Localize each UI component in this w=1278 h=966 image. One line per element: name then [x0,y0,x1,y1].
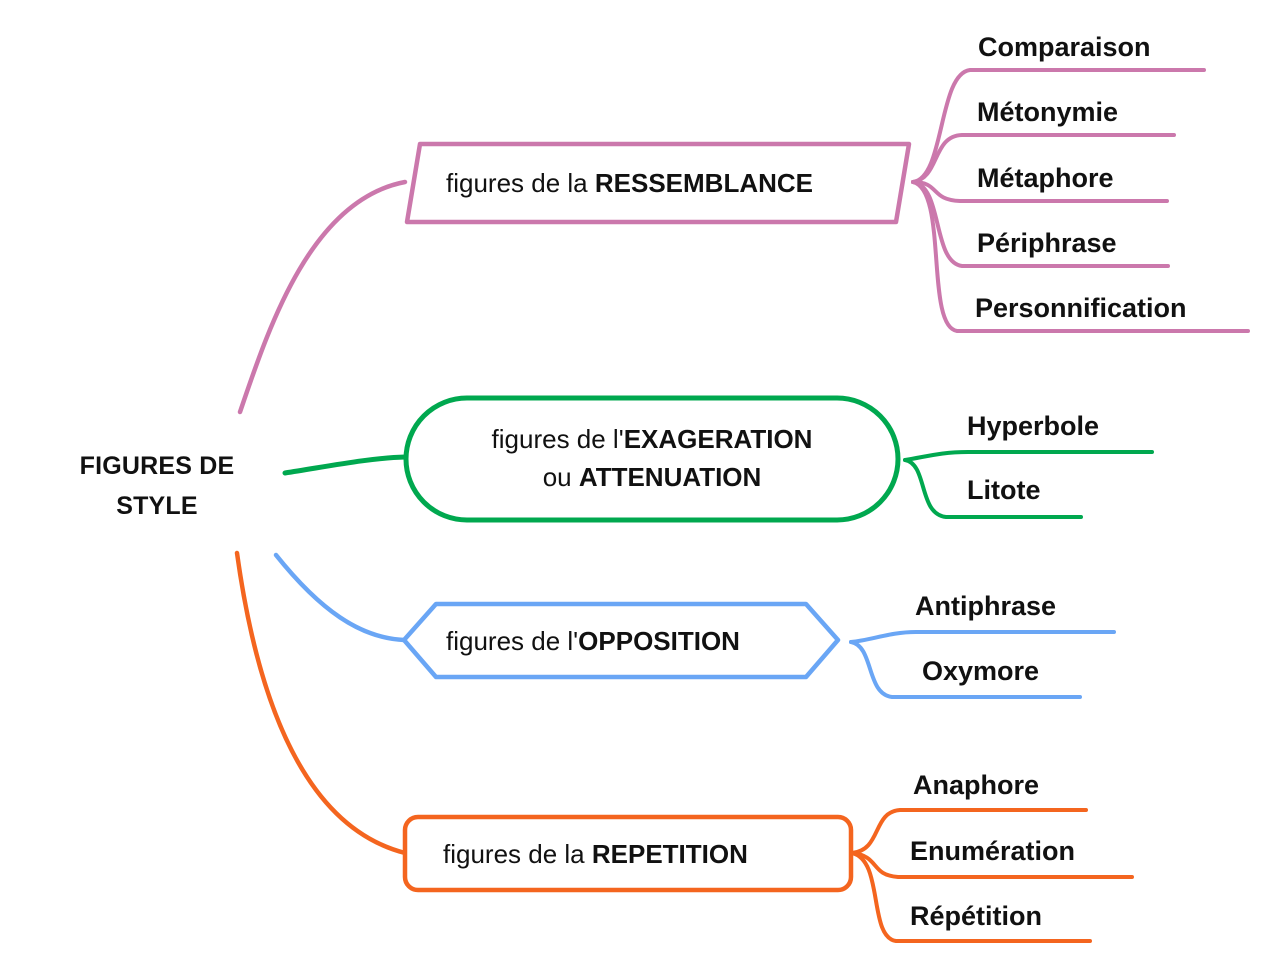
leaf-label-personnification[interactable]: Personnification [975,293,1187,323]
branch-exageration [282,395,1154,523]
root-node[interactable]: FIGURES DE STYLE [62,446,252,526]
leaf-line-personnification [911,180,1250,333]
leaf-line-metonymie [911,133,1176,184]
leaf-line-metaphore [911,180,1169,203]
leaf-label-litote[interactable]: Litote [967,475,1041,505]
node-label-opposition: figures de l'OPPOSITION [446,622,740,660]
trunk-ressemblance [237,179,408,415]
leaf-line-anaphore [850,808,1088,855]
node-shape-opposition[interactable] [401,601,841,680]
branch-opposition [273,552,1116,699]
leaf-label-hyperbole[interactable]: Hyperbole [967,411,1100,441]
node-prefix2-exageration: ou [542,462,579,492]
node-shape-exageration[interactable] [403,395,901,523]
node-prefix-repetition: figures de la [443,839,592,869]
node-keyword-opposition: OPPOSITION [578,626,740,656]
leaf-label-metaphore[interactable]: Métaphore [977,163,1114,193]
leaf-line-antiphrase [849,630,1116,644]
node-keyword-exageration: EXAGERATION [623,424,813,454]
root-label-line1: FIGURES DE [79,452,235,480]
node-shape-ressemblance[interactable] [404,141,912,225]
node-label-repetition: figures de la REPETITION [443,835,748,873]
leaf-line-repetition-leaf [850,851,1092,943]
leaf-label-oxymore[interactable]: Oxymore [922,656,1040,686]
trunk-opposition [273,552,407,643]
node-label-exageration: figures de l'EXAGERATION ou ATTENUATION [406,420,898,496]
node-keyword-repetition: REPETITION [591,839,748,869]
node-prefix-opposition: figures de l' [446,626,579,656]
node-keyword-ressemblance: RESSEMBLANCE [594,168,814,198]
trunk-exageration [282,454,408,476]
leaf-label-repetition-leaf[interactable]: Répétition [910,901,1042,931]
trunk-repetition [234,550,408,856]
node-prefix-ressemblance: figures de la [446,168,595,198]
branch-ressemblance [237,68,1250,415]
node-prefix-exageration: figures de l' [491,424,624,454]
leaf-label-anaphore[interactable]: Anaphore [913,770,1040,800]
leaf-label-metonymie[interactable]: Métonymie [977,97,1119,127]
leaf-label-antiphrase[interactable]: Antiphrase [915,591,1057,621]
branch-repetition [234,550,1134,943]
root-label-line2: STYLE [116,492,198,520]
leaf-line-oxymore [849,640,1082,699]
leaf-label-periphrase[interactable]: Périphrase [977,228,1117,258]
node-keyword2-exageration: ATTENUATION [578,462,762,492]
node-label-ressemblance: figures de la RESSEMBLANCE [446,164,813,202]
leaf-label-enumeration[interactable]: Enumération [910,836,1076,866]
leaf-label-comparaison[interactable]: Comparaison [978,32,1151,62]
leaf-line-hyperbole [903,450,1154,462]
leaf-line-litote [903,458,1083,519]
